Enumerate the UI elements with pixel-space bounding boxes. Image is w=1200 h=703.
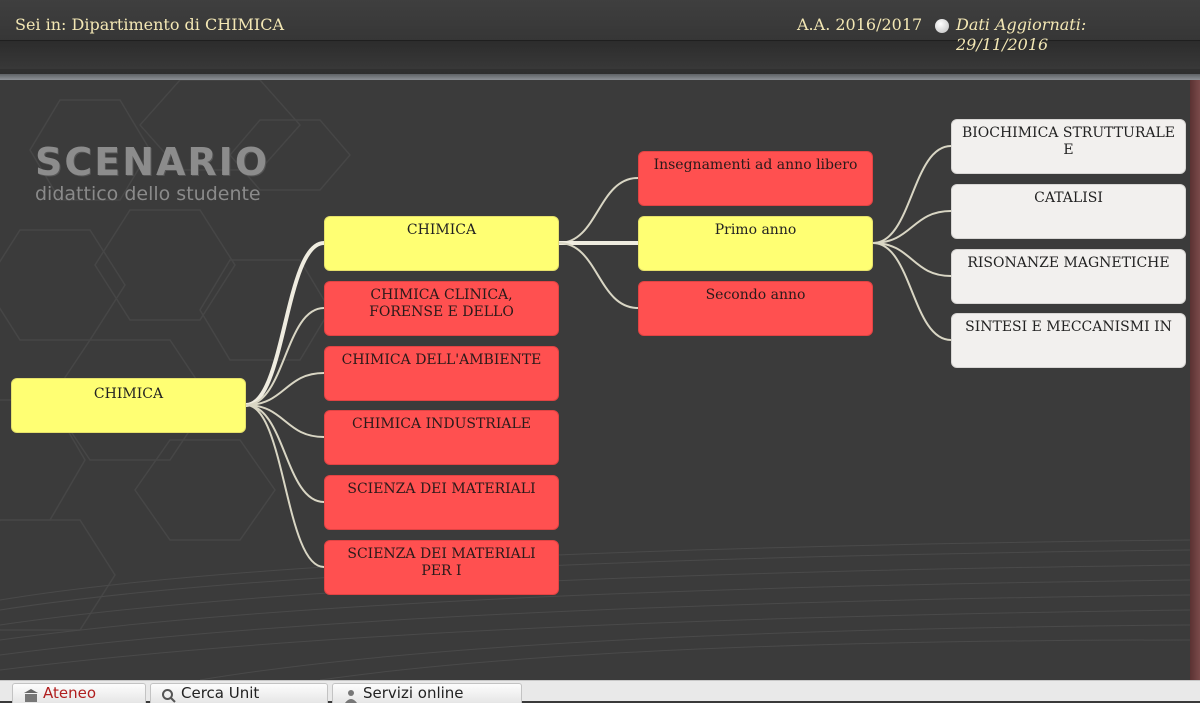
- breadcrumb: Sei in: Dipartimento di CHIMICA: [15, 15, 285, 34]
- status-dot-icon: [935, 19, 949, 33]
- node-year-secondo[interactable]: Secondo anno: [638, 281, 873, 336]
- tree-connectors: [245, 145, 952, 568]
- node-subject-sintesi[interactable]: SINTESI E MECCANISMI IN: [951, 313, 1186, 368]
- link-root-ambiente: [245, 372, 325, 406]
- node-course-chimica-industriale[interactable]: CHIMICA INDUSTRIALE: [324, 410, 559, 465]
- scenario-logo: SCENARIO didattico dello studente: [35, 142, 269, 206]
- node-year-primo[interactable]: Primo anno: [638, 216, 873, 271]
- node-root-chimica[interactable]: CHIMICA: [11, 378, 246, 433]
- bottom-tabbar: Ateneo Cerca Unit Servizi online: [0, 680, 1200, 703]
- scenario-canvas: SCENARIO didattico dello studente CHIMIC…: [0, 80, 1190, 680]
- tab-ateneo-label: Ateneo: [43, 684, 97, 702]
- node-subject-risonanze[interactable]: RISONANZE MAGNETICHE: [951, 249, 1186, 304]
- tab-cerca-unit[interactable]: Cerca Unit: [150, 683, 328, 703]
- logo-subtitle: didattico dello studente: [35, 183, 261, 205]
- scrollbar-edge[interactable]: [1190, 80, 1200, 680]
- logo-title: SCENARIO: [35, 140, 270, 184]
- link-primo-catalisi: [872, 210, 952, 244]
- node-year-libero[interactable]: Insegnamenti ad anno libero: [638, 151, 873, 206]
- link-root-clinica: [245, 307, 325, 406]
- node-course-scienza-materiali[interactable]: SCIENZA DEI MATERIALI: [324, 475, 559, 530]
- search-icon: [162, 689, 176, 703]
- link-root-materiali-per: [245, 404, 325, 568]
- link-primo-biochimica: [872, 145, 952, 244]
- tab-servizi-online-label: Servizi online: [363, 684, 464, 702]
- last-updated: Dati Aggiornati: 29/11/2016: [956, 15, 1086, 55]
- link-chimica-secondo: [558, 242, 639, 309]
- tab-cerca-unit-label: Cerca Unit: [181, 684, 260, 702]
- link-root-materiali: [245, 404, 325, 503]
- university-icon: [24, 689, 38, 702]
- link-chimica-libero: [558, 177, 639, 244]
- node-course-chimica-clinica[interactable]: CHIMICA CLINICA, FORENSE E DELLO: [324, 281, 559, 336]
- updated-label: Dati Aggiornati:: [956, 15, 1087, 34]
- node-course-chimica-ambiente[interactable]: CHIMICA DELL'AMBIENTE: [324, 346, 559, 401]
- link-root-chimica: [245, 241, 325, 407]
- link-primo-sintesi: [872, 242, 952, 341]
- link-primo-risonanze: [872, 242, 952, 277]
- node-subject-biochimica[interactable]: BIOCHIMICA STRUTTURALE E: [951, 119, 1186, 174]
- node-course-scienza-materiali-per[interactable]: SCIENZA DEI MATERIALI PER I: [324, 540, 559, 595]
- top-header: Sei in: Dipartimento di CHIMICA A.A. 201…: [0, 0, 1200, 75]
- updated-date: 29/11/2016: [956, 35, 1049, 54]
- header-divider: [0, 74, 1200, 80]
- academic-year: A.A. 2016/2017: [797, 15, 923, 34]
- link-root-industriale: [245, 404, 325, 438]
- tab-ateneo[interactable]: Ateneo: [12, 683, 146, 703]
- person-icon: [345, 690, 357, 703]
- header-band: [0, 40, 1200, 69]
- node-subject-catalisi[interactable]: CATALISI: [951, 184, 1186, 239]
- tab-servizi-online[interactable]: Servizi online: [332, 683, 522, 703]
- node-course-chimica[interactable]: CHIMICA: [324, 216, 559, 271]
